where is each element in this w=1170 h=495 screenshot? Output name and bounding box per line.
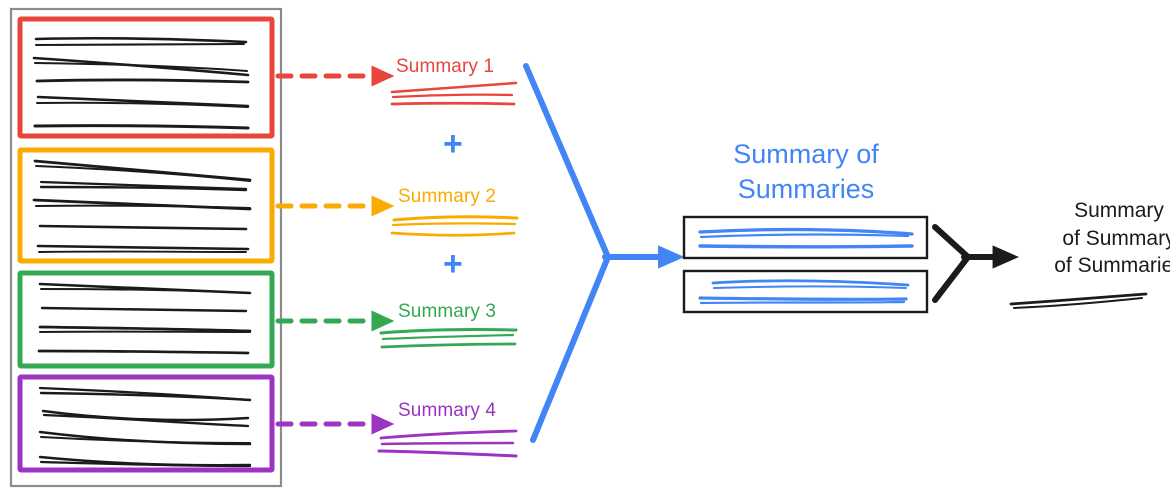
- final-summary-title-line-3: of Summaries: [1054, 254, 1170, 278]
- plus-sign-1: +: [443, 125, 463, 163]
- group-box-green: [17, 270, 275, 369]
- final-summary-title-line-2: of Summary: [1062, 226, 1170, 250]
- group-box-purple: [17, 374, 275, 473]
- sketch-lines-sos-box-1: [698, 227, 914, 249]
- document-group-orange: [17, 147, 275, 264]
- summary-of-summaries-box-1: [682, 215, 929, 260]
- summary-of-summaries-title-line-2: Summaries: [737, 173, 875, 204]
- sketch-lines-sos-box-2: [698, 279, 910, 305]
- final-summary-title-line-1: Summary: [1074, 199, 1164, 222]
- summary-1-label: Summary 1: [396, 56, 495, 77]
- sketch-lines-final-summary: [1009, 292, 1148, 309]
- summary-4-label: Summary 4: [398, 400, 497, 421]
- summary-of-summaries-title-line-1: Summary of: [733, 139, 879, 169]
- sketch-lines-summary-3: [379, 327, 518, 349]
- merge-arrow-blue: [523, 63, 685, 443]
- sketch-lines-summary-1: [390, 81, 518, 106]
- summary-3-label: Summary 3: [398, 301, 497, 322]
- document-group-red: [17, 16, 275, 139]
- final-summary-title: Summary of Summary of Summaries: [1019, 197, 1170, 280]
- document-group-green: [17, 270, 275, 369]
- sketch-lines-summary-4: [377, 429, 518, 458]
- document-group-purple: [17, 374, 275, 473]
- sketch-lines-purple-group: [38, 386, 252, 468]
- group-box-red: [17, 16, 275, 139]
- merge-arrow-black: [932, 224, 1019, 303]
- plus-sign-2: +: [443, 245, 463, 283]
- summary-2-label: Summary 2: [398, 186, 497, 207]
- sketch-lines-orange-group: [32, 159, 252, 253]
- sketch-lines-red-group: [32, 36, 250, 130]
- sketch-lines-green-group: [37, 282, 252, 355]
- summary-of-summaries-title: Summary of Summaries: [676, 137, 936, 206]
- summary-of-summaries-box-2: [682, 269, 929, 314]
- sketch-lines-summary-2: [390, 215, 519, 237]
